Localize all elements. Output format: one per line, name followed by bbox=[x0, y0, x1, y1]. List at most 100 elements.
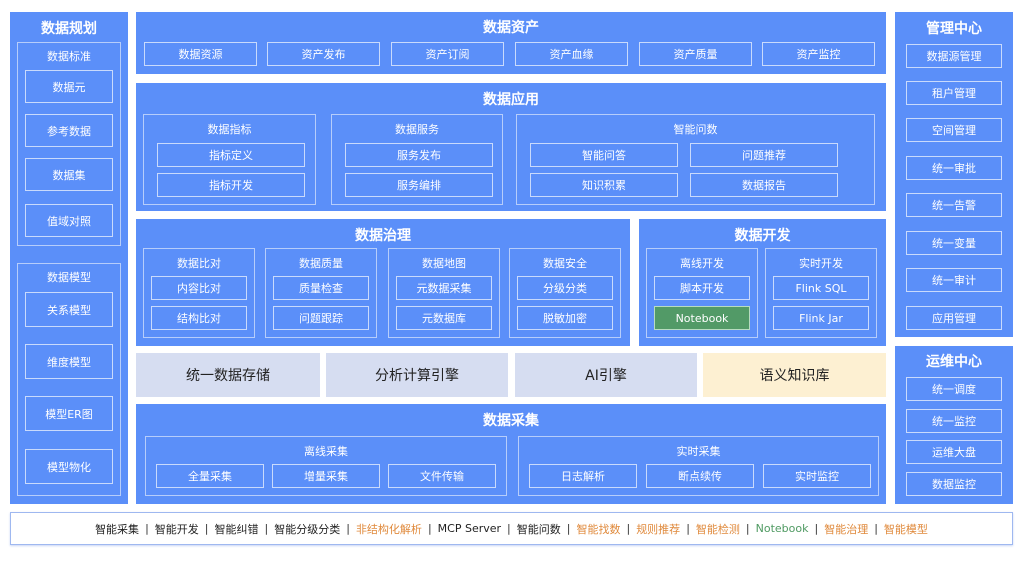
capability-label: 智能问数 bbox=[516, 522, 561, 536]
module-item[interactable]: 数据监控 bbox=[906, 472, 1002, 496]
panel-title: 管理中心 bbox=[926, 21, 982, 37]
capability-label: 智能找数 bbox=[576, 522, 621, 536]
module-item[interactable]: 问题推荐 bbox=[690, 143, 838, 167]
module-item[interactable]: 模型ER图 bbox=[25, 396, 113, 431]
module-item[interactable]: 统一监控 bbox=[906, 409, 1002, 433]
module-item[interactable]: 日志解析 bbox=[529, 464, 637, 488]
module-item[interactable]: 统一调度 bbox=[906, 377, 1002, 401]
module-item[interactable]: 智能问答 bbox=[530, 143, 678, 167]
group-title: 数据比对 bbox=[177, 257, 221, 270]
panel-title: 数据应用 bbox=[483, 92, 539, 108]
module-item[interactable]: 数据资源 bbox=[144, 42, 257, 66]
panel-title: 数据规划 bbox=[41, 21, 97, 37]
module-item[interactable]: 结构比对 bbox=[151, 306, 247, 330]
module-item[interactable]: 资产订阅 bbox=[391, 42, 504, 66]
separator: | bbox=[874, 522, 878, 535]
module-item[interactable]: Notebook bbox=[654, 306, 750, 330]
capability-label: 智能模型 bbox=[883, 522, 928, 536]
module-item[interactable]: 运维大盘 bbox=[906, 440, 1002, 464]
module-item[interactable]: 关系模型 bbox=[25, 292, 113, 327]
module-item[interactable]: 增量采集 bbox=[272, 464, 380, 488]
capability-label: 智能采集 bbox=[95, 522, 140, 536]
module-item[interactable]: 数据元 bbox=[25, 70, 113, 103]
group-1: 数据服务服务发布服务编排 bbox=[331, 114, 503, 205]
separator: | bbox=[686, 522, 690, 535]
group-title: 数据服务 bbox=[395, 123, 439, 136]
module-item[interactable]: 统一审批 bbox=[906, 156, 1002, 180]
module-item[interactable]: 断点续传 bbox=[646, 464, 754, 488]
module-item[interactable]: 文件传输 bbox=[388, 464, 496, 488]
module-item[interactable]: 资产监控 bbox=[762, 42, 875, 66]
panel-title: 数据开发 bbox=[734, 228, 791, 244]
separator: | bbox=[346, 522, 350, 535]
ai-capabilities-bar: 智能采集|智能开发|智能纠错|智能分级分类|非结构化解析|MCP Server|… bbox=[10, 512, 1013, 545]
module-item[interactable]: 指标开发 bbox=[157, 173, 305, 197]
capability-label: 智能检测 bbox=[695, 522, 740, 536]
group-data-model: 数据模型关系模型维度模型模型ER图模型物化 bbox=[17, 263, 121, 496]
panel-data-planning: 数据规划数据标准数据元参考数据数据集值域对照数据模型关系模型维度模型模型ER图模… bbox=[10, 12, 128, 504]
module-item[interactable]: Flink Jar bbox=[773, 306, 869, 330]
module-item[interactable]: 数据源管理 bbox=[906, 44, 1002, 68]
capability-label: 智能开发 bbox=[154, 522, 199, 536]
module-item[interactable]: 空间管理 bbox=[906, 118, 1002, 142]
module-item[interactable]: 质量检查 bbox=[273, 276, 369, 300]
engine-band: 分析计算引擎 bbox=[326, 353, 508, 397]
engine-band: AI引擎 bbox=[515, 353, 697, 397]
module-item[interactable]: 指标定义 bbox=[157, 143, 305, 167]
module-item[interactable]: 参考数据 bbox=[25, 114, 113, 147]
module-item[interactable]: 资产发布 bbox=[267, 42, 380, 66]
module-item[interactable]: 模型物化 bbox=[25, 449, 113, 484]
module-item[interactable]: 服务发布 bbox=[345, 143, 493, 167]
separator: | bbox=[145, 522, 149, 535]
group-data-standard: 数据标准数据元参考数据数据集值域对照 bbox=[17, 42, 121, 246]
module-item[interactable]: Flink SQL bbox=[773, 276, 869, 300]
module-item[interactable]: 应用管理 bbox=[906, 306, 1002, 330]
group-title: 数据模型 bbox=[47, 271, 91, 284]
module-item[interactable]: 元数据库 bbox=[396, 306, 492, 330]
module-item[interactable]: 脱敏加密 bbox=[517, 306, 613, 330]
group-title: 数据安全 bbox=[543, 257, 587, 270]
capability-label: 规则推荐 bbox=[636, 522, 681, 536]
panel-data-governance: 数据治理数据比对内容比对结构比对数据质量质量检查问题跟踪数据地图元数据采集元数据… bbox=[136, 219, 630, 346]
group-title: 离线采集 bbox=[304, 445, 348, 458]
panel-management-center: 管理中心数据源管理租户管理空间管理统一审批统一告警统一变量统一审计应用管理 bbox=[895, 12, 1013, 337]
separator: | bbox=[204, 522, 209, 535]
module-item[interactable]: 统一审计 bbox=[906, 268, 1002, 292]
module-item[interactable]: 实时监控 bbox=[763, 464, 871, 488]
separator: | bbox=[626, 522, 631, 535]
group-2: 智能问数智能问答问题推荐知识积累数据报告 bbox=[516, 114, 875, 205]
separator: | bbox=[745, 522, 750, 535]
panel-data-application: 数据应用数据指标指标定义指标开发数据服务服务发布服务编排智能问数智能问答问题推荐… bbox=[136, 83, 886, 211]
module-item[interactable]: 资产血缘 bbox=[515, 42, 628, 66]
module-item[interactable]: 值域对照 bbox=[25, 204, 113, 237]
module-item[interactable]: 全量采集 bbox=[156, 464, 264, 488]
module-item[interactable]: 服务编排 bbox=[345, 173, 493, 197]
group-title: 实时采集 bbox=[676, 445, 721, 458]
module-item[interactable]: 租户管理 bbox=[906, 81, 1002, 105]
module-item[interactable]: 统一变量 bbox=[906, 231, 1002, 255]
module-item[interactable]: 数据报告 bbox=[690, 173, 838, 197]
group-0: 数据比对内容比对结构比对 bbox=[143, 248, 255, 338]
panel-title: 数据资产 bbox=[483, 20, 539, 36]
module-item[interactable]: 元数据采集 bbox=[396, 276, 492, 300]
module-item[interactable]: 分级分类 bbox=[517, 276, 613, 300]
module-item[interactable]: 数据集 bbox=[25, 158, 113, 191]
separator: | bbox=[814, 522, 819, 535]
separator: | bbox=[566, 522, 571, 535]
module-item[interactable]: 维度模型 bbox=[25, 344, 113, 379]
module-item[interactable]: 知识积累 bbox=[530, 173, 678, 197]
module-item[interactable]: 资产质量 bbox=[639, 42, 752, 66]
group-2: 数据地图元数据采集元数据库 bbox=[388, 248, 500, 338]
group-title: 数据地图 bbox=[422, 257, 466, 270]
separator: | bbox=[427, 522, 432, 535]
module-item[interactable]: 内容比对 bbox=[151, 276, 247, 300]
capability-label: 智能纠错 bbox=[214, 522, 259, 536]
module-item[interactable]: 脚本开发 bbox=[654, 276, 750, 300]
engine-band: 语义知识库 bbox=[703, 353, 886, 397]
module-item[interactable]: 问题跟踪 bbox=[273, 306, 369, 330]
group-1: 实时采集日志解析断点续传实时监控 bbox=[518, 436, 879, 496]
group-title: 智能问数 bbox=[673, 123, 718, 136]
group-1: 数据质量质量检查问题跟踪 bbox=[265, 248, 377, 338]
module-item[interactable]: 统一告警 bbox=[906, 193, 1002, 217]
